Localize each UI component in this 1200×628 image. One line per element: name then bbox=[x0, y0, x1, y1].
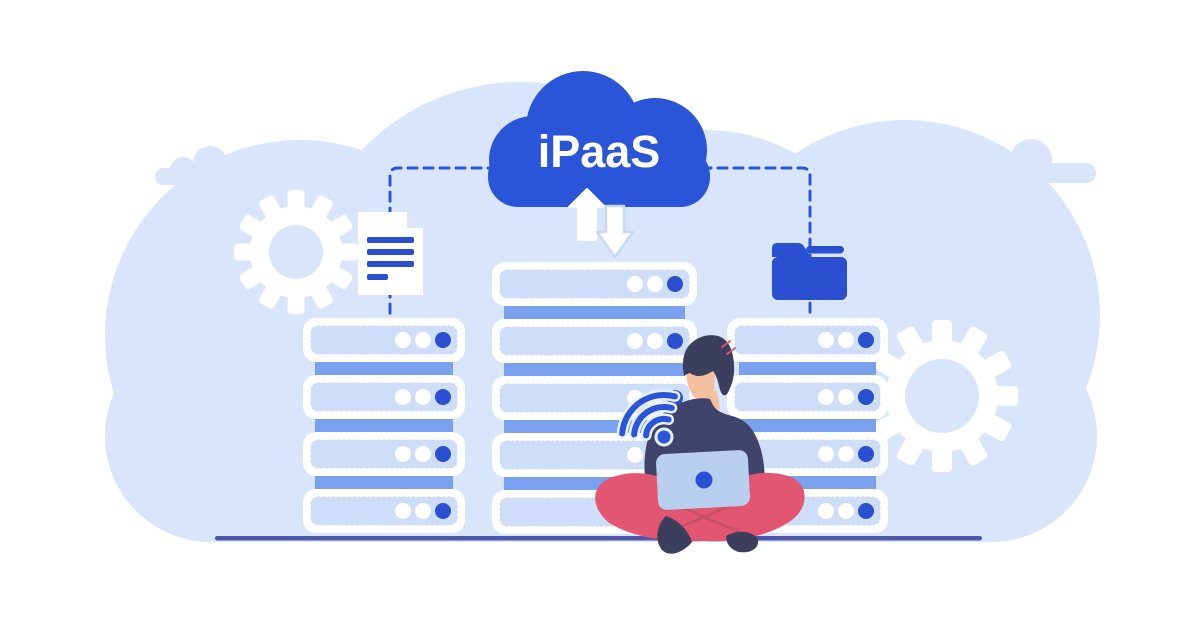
server-row bbox=[727, 375, 888, 419]
connector-right bbox=[700, 166, 812, 318]
wifi-icon bbox=[616, 389, 681, 447]
server-stack-left bbox=[303, 318, 465, 533]
server-led-dot bbox=[838, 332, 854, 348]
server-led-dot bbox=[667, 276, 683, 292]
server-connector-band bbox=[315, 362, 453, 375]
gear-icon-right bbox=[866, 320, 1018, 472]
server-led-dot bbox=[435, 503, 451, 519]
ipaas-cloud: iPaaS bbox=[488, 71, 710, 207]
server-row bbox=[303, 489, 465, 533]
server-led-dot bbox=[395, 332, 411, 348]
server-stack-right bbox=[727, 318, 888, 533]
server-led-dot bbox=[435, 332, 451, 348]
server-connector-band bbox=[504, 306, 685, 319]
person-illustration bbox=[595, 335, 805, 554]
sync-arrows bbox=[568, 188, 635, 259]
server-led-dot bbox=[395, 389, 411, 405]
connector-dashed-lines bbox=[388, 166, 812, 318]
server-row bbox=[303, 318, 465, 362]
server-connector-band bbox=[504, 363, 685, 376]
server-led-dot bbox=[858, 503, 874, 519]
connector-left bbox=[388, 166, 499, 318]
server-row bbox=[727, 432, 888, 476]
server-led-dot bbox=[818, 503, 834, 519]
server-led-dot bbox=[818, 389, 834, 405]
server-led-dot bbox=[858, 446, 874, 462]
server-led-dot bbox=[435, 389, 451, 405]
arrow-down-icon bbox=[595, 204, 635, 259]
server-connector-band bbox=[315, 419, 453, 432]
server-led-dot bbox=[415, 332, 431, 348]
ipaas-label: iPaaS bbox=[538, 126, 661, 177]
server-row bbox=[303, 432, 465, 476]
server-led-dot bbox=[647, 276, 663, 292]
server-led-dot bbox=[667, 333, 683, 349]
server-led-dot bbox=[838, 503, 854, 519]
arrow-up-icon bbox=[568, 188, 606, 241]
server-led-dot bbox=[627, 333, 643, 349]
server-led-dot bbox=[395, 446, 411, 462]
server-led-dot bbox=[647, 333, 663, 349]
server-led-dot bbox=[838, 389, 854, 405]
laptop-logo-dot bbox=[695, 471, 713, 489]
folder-icon bbox=[772, 243, 847, 300]
server-led-dot bbox=[415, 446, 431, 462]
shoe-center bbox=[657, 516, 692, 554]
server-row bbox=[492, 319, 697, 363]
server-led-dot bbox=[435, 446, 451, 462]
server-led-dot bbox=[858, 332, 874, 348]
person-hair bbox=[682, 335, 735, 396]
server-connector-band bbox=[739, 419, 876, 432]
server-led-dot bbox=[627, 276, 643, 292]
ground-line bbox=[215, 536, 982, 541]
laptop bbox=[656, 450, 750, 510]
server-row bbox=[727, 318, 888, 362]
server-led-dot bbox=[415, 503, 431, 519]
hair-accent-marks bbox=[721, 340, 736, 355]
server-led-dot bbox=[858, 389, 874, 405]
server-led-dot bbox=[818, 446, 834, 462]
server-led-dot bbox=[627, 447, 643, 463]
shoe-right bbox=[726, 531, 759, 553]
gear-icon-left bbox=[234, 190, 358, 314]
document-text-lines bbox=[367, 237, 414, 280]
server-row bbox=[492, 262, 697, 306]
document-icon bbox=[358, 212, 423, 295]
server-led-dot bbox=[818, 332, 834, 348]
server-led-dot bbox=[838, 446, 854, 462]
server-connector-band bbox=[315, 476, 453, 489]
server-led-dot bbox=[395, 503, 411, 519]
server-connector-band bbox=[739, 362, 876, 375]
server-row bbox=[303, 375, 465, 419]
server-led-dot bbox=[415, 389, 431, 405]
